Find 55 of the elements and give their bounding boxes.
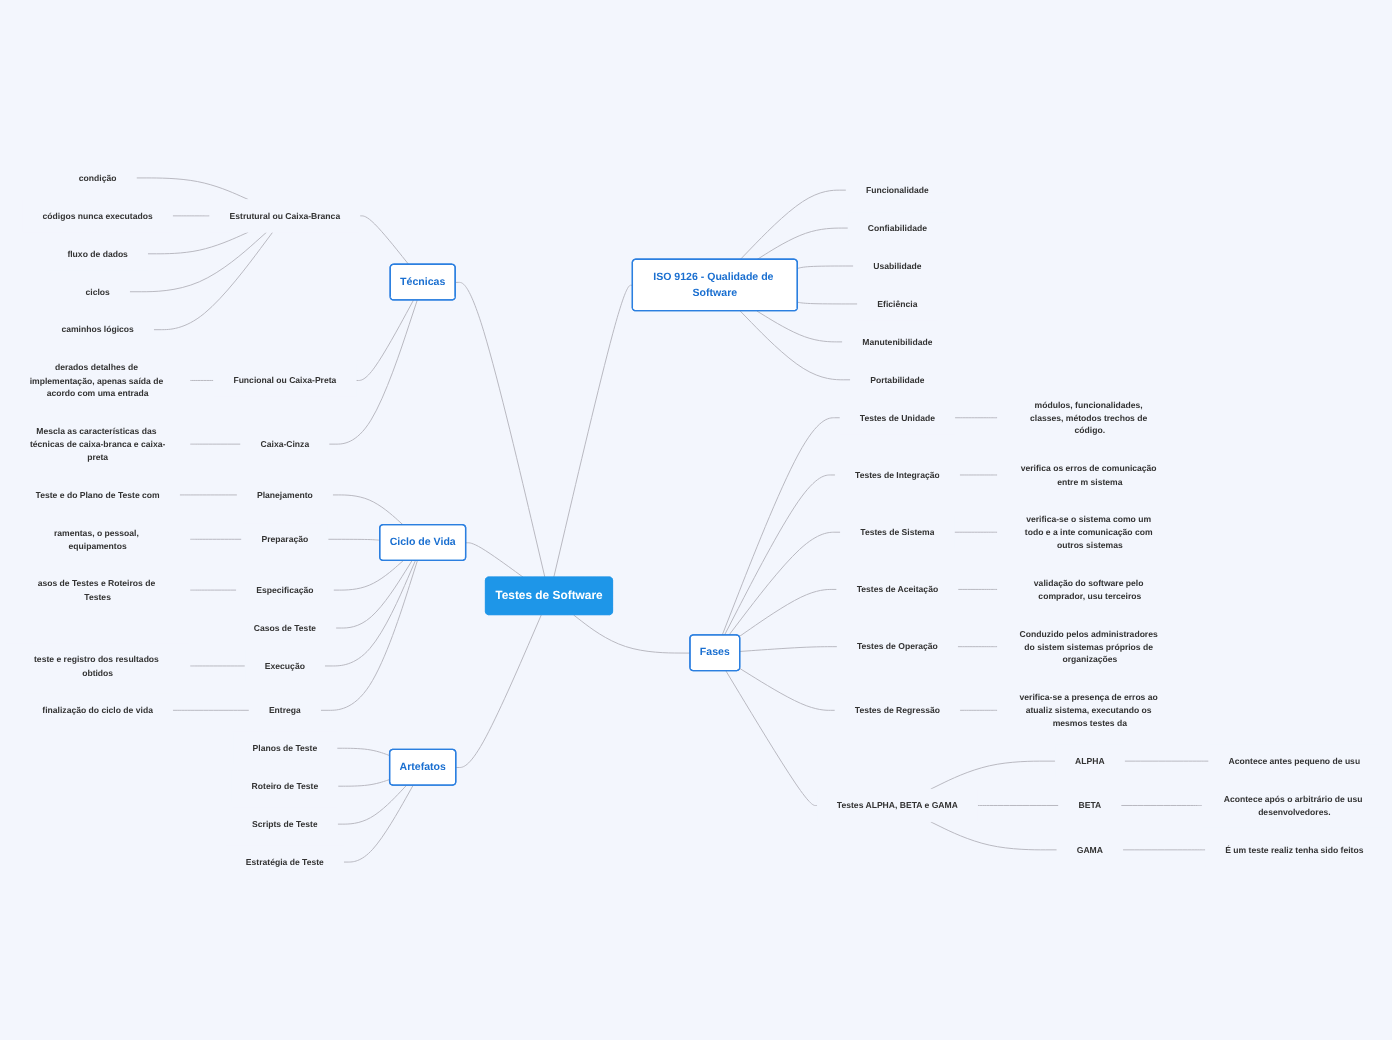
connector [957, 588, 998, 590]
connector [797, 301, 859, 305]
connector [147, 231, 249, 255]
connector [953, 531, 998, 533]
connector [359, 215, 410, 266]
connector [189, 589, 237, 591]
connector [797, 265, 855, 269]
connector [721, 417, 841, 636]
connector [739, 668, 836, 711]
connector [336, 747, 391, 757]
connector [324, 560, 416, 667]
connector [930, 821, 1058, 851]
connector [465, 542, 524, 578]
connector [1123, 760, 1210, 762]
connector [756, 227, 849, 261]
connector [739, 189, 847, 261]
connector [739, 646, 838, 652]
connector [189, 665, 246, 667]
connector [189, 538, 243, 540]
connector [335, 560, 413, 629]
connector [135, 177, 249, 201]
connector [954, 417, 998, 419]
connector [957, 646, 998, 648]
connector [573, 614, 691, 654]
connector [332, 494, 404, 526]
connector [336, 784, 407, 825]
connector [153, 231, 274, 331]
connector [355, 299, 414, 381]
connector [171, 215, 211, 217]
connector [332, 560, 404, 591]
connector [337, 778, 391, 787]
connector [930, 760, 1056, 790]
connector [723, 474, 836, 636]
connector [553, 284, 634, 578]
connector [959, 474, 998, 476]
connector [725, 670, 818, 806]
connector [343, 784, 414, 863]
connector [1120, 805, 1203, 806]
connector [728, 531, 841, 636]
connector [189, 379, 215, 381]
connector [1122, 849, 1206, 851]
connector [189, 443, 242, 445]
connector [129, 231, 268, 293]
connector [320, 560, 418, 711]
connector [178, 494, 238, 496]
connector [977, 805, 1060, 806]
connector [328, 299, 418, 445]
connector [739, 310, 851, 381]
connector [455, 614, 542, 769]
connector [756, 310, 844, 343]
connector [172, 709, 250, 711]
connector [738, 588, 838, 638]
connector [455, 281, 546, 578]
connector [959, 709, 998, 711]
connector [327, 538, 381, 541]
